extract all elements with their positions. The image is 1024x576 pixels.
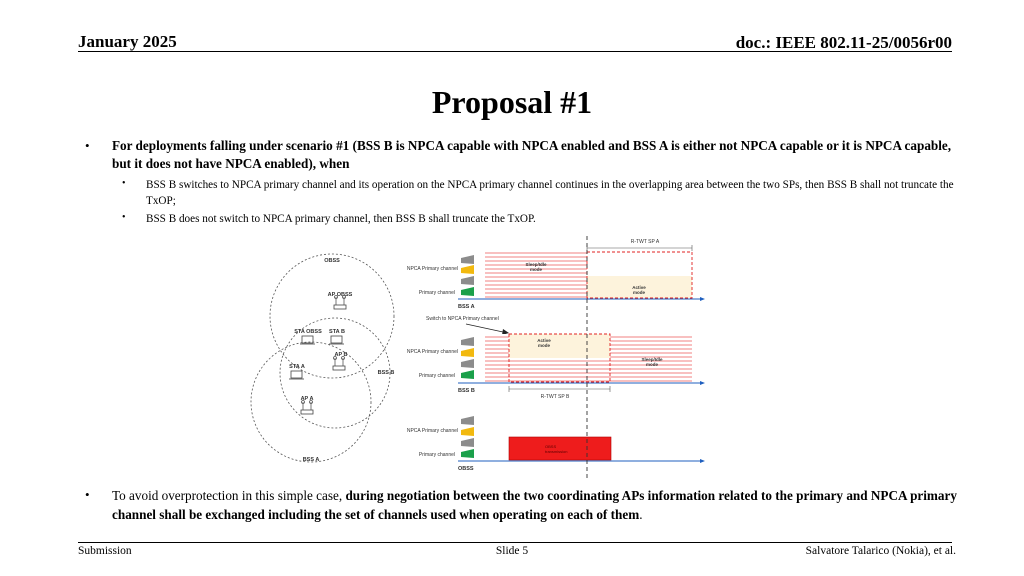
bss-a-sleep-hatch xyxy=(485,252,587,299)
bullet-overprotection: To avoid overprotection in this simple c… xyxy=(112,486,962,524)
bullet-marker: • xyxy=(85,138,90,153)
ap-obss-label: AP OBSS xyxy=(328,292,353,298)
bss-a-active-label-2: mode xyxy=(633,290,645,295)
bss-b-sleep-label-2: mode xyxy=(646,362,658,367)
bss-a-npca-channel-label: NPCA Primary channel xyxy=(407,266,458,272)
ap-obss-router-icon xyxy=(333,295,347,310)
sta-obss-label: STA OBSS xyxy=(294,329,322,335)
sub-bullet-no-switch: BSS B does not switch to NPCA primary ch… xyxy=(146,213,536,225)
bss-b-active-region xyxy=(509,334,610,358)
bss-a-sleep-label-1: Sleep/Idle xyxy=(525,262,547,267)
bss-b-primary-channel-label: Primary channel xyxy=(419,373,455,379)
bss-b-npca-channel-label: NPCA Primary channel xyxy=(407,349,458,355)
ap-a-label: AP A xyxy=(301,396,314,402)
bss-a-active-label-1: Active xyxy=(632,285,646,290)
obss-primary-channel-label: Primary channel xyxy=(419,452,455,458)
timeline-bss-b-label: BSS B xyxy=(458,388,475,394)
sub-bullet-marker: • xyxy=(122,178,126,189)
bss-a-label: BSS A xyxy=(303,457,320,463)
switch-npca-label: Switch to NPCA Primary channel xyxy=(426,316,499,322)
ap-b-router-icon xyxy=(332,356,346,371)
obss-transmission-block xyxy=(508,436,612,461)
sub-bullet-marker: • xyxy=(122,212,126,223)
obss-coverage-circle xyxy=(269,253,395,379)
ap-b-label: AP B xyxy=(334,352,347,358)
bss-a-sp-frame xyxy=(586,251,693,299)
bullet-overprotection-end: . xyxy=(639,507,643,522)
rtwt-sp-b-label: R-TWT SP B xyxy=(541,394,570,400)
bss-a-primary-channel-label: Primary channel xyxy=(419,290,455,296)
topology-diagram: OBSS AP OBSS STA OBSS STA B AP B STA A B… xyxy=(250,253,395,463)
obss-transmission-label-2: transmission xyxy=(545,449,567,454)
timeline-diagram: R-TWT SP A Sleep/Idle mode Active mode N… xyxy=(407,236,705,480)
obss-label: OBSS xyxy=(324,258,340,264)
bss-a-sleep-label-2: mode xyxy=(530,267,542,272)
sub-bullet-switch: BSS B switches to NPCA primary channel a… xyxy=(146,179,954,207)
timeline-obss-label: OBSS xyxy=(458,466,474,472)
sta-obss-laptop-icon xyxy=(300,335,315,345)
header-rule xyxy=(78,51,952,52)
bullet-marker: • xyxy=(85,487,90,502)
bullet-overprotection-intro: To avoid overprotection in this simple c… xyxy=(112,488,346,503)
bullet-overprotection-emphasis: during negotiation between the two coord… xyxy=(112,488,957,522)
bss-b-coverage-circle xyxy=(279,317,391,429)
footer-authors: Salvatore Talarico (Nokia), et al. xyxy=(805,545,956,557)
ap-a-router-icon xyxy=(300,400,314,415)
header-date: January 2025 xyxy=(78,32,177,51)
obss-npca-channel-label: NPCA Primary channel xyxy=(407,428,458,434)
bullet-scenario: For deployments falling under scenario #… xyxy=(112,138,952,171)
sta-b-label: STA B xyxy=(329,329,345,335)
obss-transmission-label-1: OBSS xyxy=(545,444,556,449)
footer-slide-number: Slide 5 xyxy=(495,545,529,557)
slide-title: Proposal #1 xyxy=(431,84,593,120)
bss-a-active-region xyxy=(587,276,692,298)
sta-a-laptop-icon xyxy=(289,370,304,380)
footer-submission: Submission xyxy=(78,545,132,557)
footer-rule xyxy=(78,542,952,543)
bss-b-active-label-1: Active xyxy=(537,338,551,343)
bss-b-sleep-label-1: Sleep/Idle xyxy=(641,357,663,362)
bss-b-active-label-2: mode xyxy=(538,343,550,348)
sta-b-laptop-icon xyxy=(329,335,344,345)
timeline-bss-a-label: BSS A xyxy=(458,304,475,310)
bss-b-sp-frame xyxy=(508,333,611,383)
bss-b-label: BSS B xyxy=(378,370,395,376)
rtwt-sp-a-label: R-TWT SP A xyxy=(631,239,660,245)
bss-a-coverage-circle xyxy=(250,341,372,463)
sta-a-label: STA A xyxy=(289,364,305,370)
header-doc-id: doc.: IEEE 802.11-25/0056r00 xyxy=(735,33,952,52)
